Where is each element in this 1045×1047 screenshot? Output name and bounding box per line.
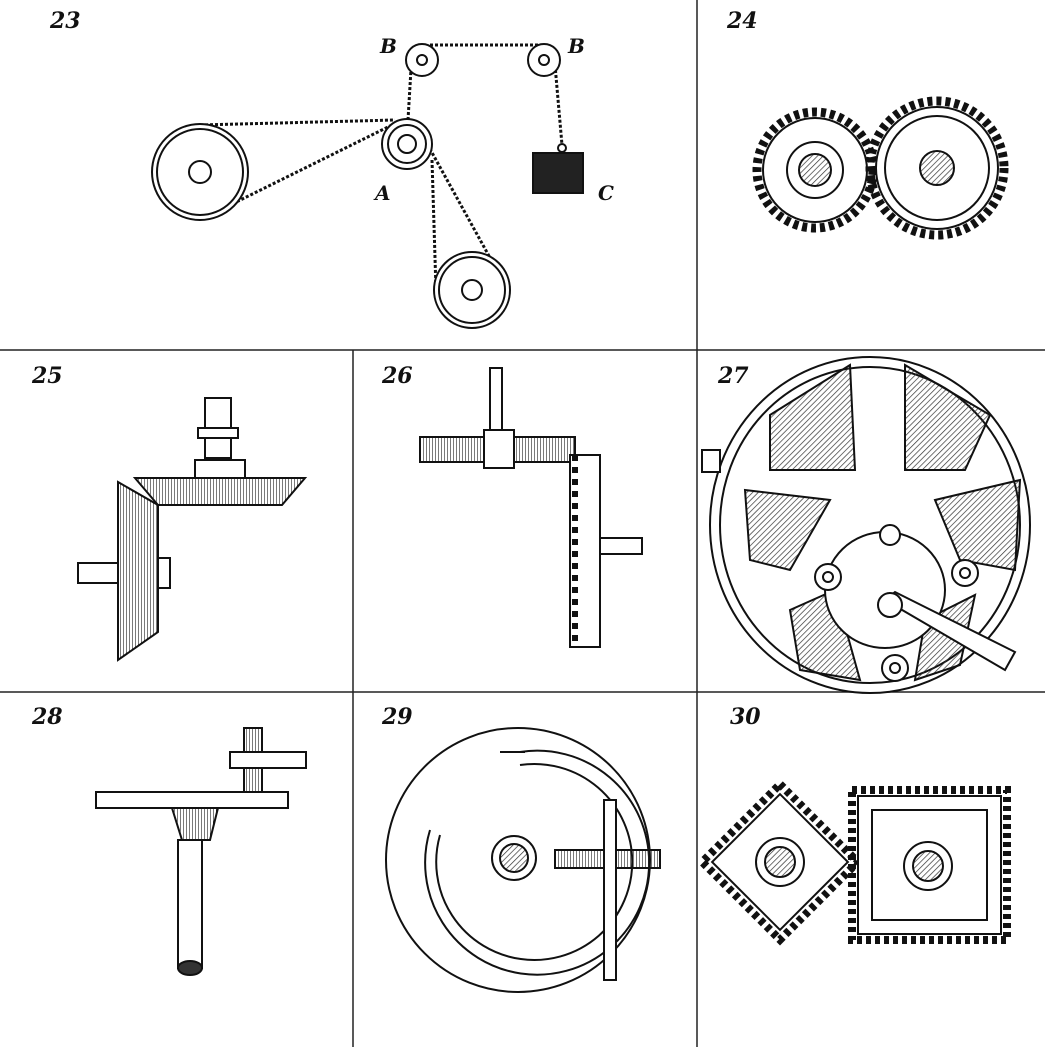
label-b-left: B: [379, 34, 397, 58]
figure-27-faceplate-chuck: [701, 356, 1031, 694]
figure-28-disc-and-pinion: [95, 727, 307, 976]
weight-c: [532, 152, 584, 194]
figure-number-24: 24: [726, 8, 758, 34]
figure-30-square-gears: [696, 778, 1011, 946]
figure-25-bevel-gears: [77, 397, 308, 662]
label-c: C: [598, 181, 614, 205]
figure-number-27: 27: [717, 363, 749, 389]
figure-number-23: 23: [49, 8, 81, 34]
label-b-right: B: [567, 34, 585, 58]
figure-23-pulley-system: [151, 43, 584, 329]
pulley-b-left: [405, 43, 439, 77]
figure-number-29: 29: [381, 704, 413, 730]
figure-26-gear-and-rack: [419, 367, 643, 648]
figure-number-26: 26: [381, 363, 413, 389]
label-a: A: [373, 181, 391, 205]
pulley-lower: [433, 251, 511, 329]
pulley-b-right: [527, 43, 561, 77]
figure-29-spiral-gear: [385, 727, 661, 993]
figure-number-25: 25: [31, 363, 63, 389]
figure-24-spur-gears: [752, 96, 1009, 240]
pulley-a: [381, 118, 433, 170]
pulley-left: [151, 123, 249, 221]
figure-number-30: 30: [730, 704, 761, 730]
figure-number-28: 28: [31, 704, 63, 730]
